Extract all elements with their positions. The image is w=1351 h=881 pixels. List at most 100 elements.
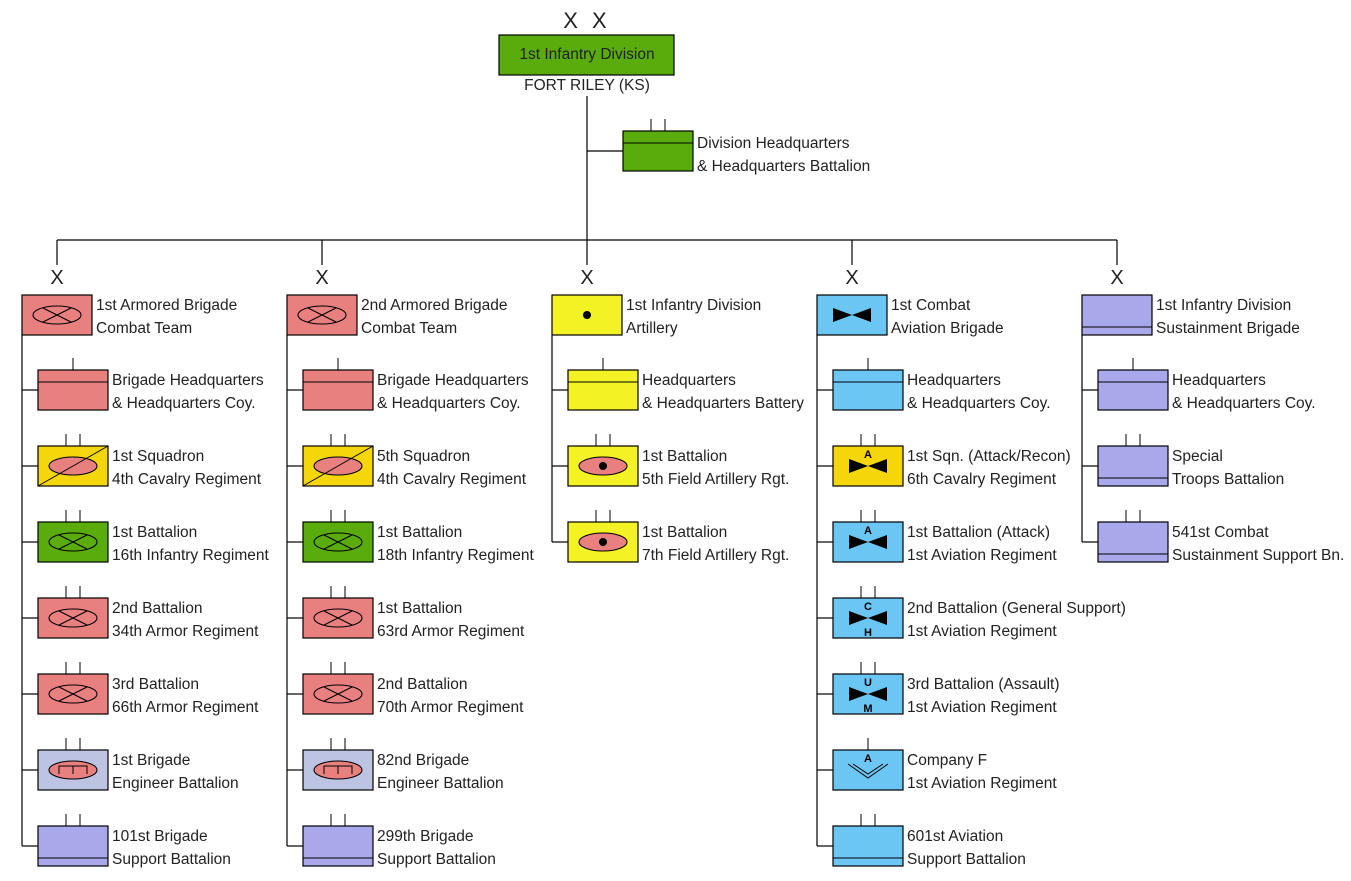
unit-box[interactable]	[567, 510, 639, 563]
division-box	[498, 34, 675, 76]
armor-oval-icon	[48, 608, 98, 628]
unit-label: 1st Sqn. (Attack/Recon)6th Cavalry Regim…	[907, 445, 1071, 491]
unit-box[interactable]	[302, 434, 374, 487]
label-line: Combat Team	[96, 320, 193, 337]
unit-box[interactable]	[832, 814, 904, 867]
infantry-cross-icon	[323, 534, 353, 550]
division-location: FORT RILEY (KS)	[524, 77, 650, 94]
label-line: 1st Battalion	[377, 600, 463, 617]
unit-box[interactable]	[1097, 358, 1169, 411]
unit-box[interactable]	[37, 738, 109, 791]
unit-frame	[832, 369, 904, 411]
brigade-echelon: X	[580, 267, 594, 289]
unit-box[interactable]	[1097, 510, 1169, 563]
division-hq-box[interactable]	[622, 119, 694, 172]
unit-box[interactable]	[302, 738, 374, 791]
unit-box[interactable]	[832, 358, 904, 411]
unit-box[interactable]: CH	[832, 586, 904, 639]
label-line: 1st Aviation Regiment	[907, 623, 1057, 640]
label-line: Sustainment Brigade	[1156, 320, 1300, 337]
label-line: 66th Armor Regiment	[112, 699, 259, 716]
label-line: 1st Squadron	[112, 448, 205, 465]
unit-box[interactable]	[302, 358, 374, 411]
label-line: 4th Cavalry Regiment	[112, 471, 262, 488]
unit-box[interactable]	[1097, 434, 1169, 487]
unit-label: Brigade Headquarters& Headquarters Coy.	[377, 369, 529, 415]
label-line: 18th Infantry Regiment	[377, 547, 534, 564]
unit-frame	[832, 749, 904, 791]
armor-oval-icon	[32, 305, 82, 325]
label-line: 5th Field Artillery Rgt.	[642, 471, 790, 488]
unit-frame	[622, 130, 694, 172]
unit-box[interactable]	[302, 814, 374, 867]
label-line: Support Battalion	[112, 851, 231, 868]
label-line: Combat Team	[361, 320, 458, 337]
modifier-bottom: H	[864, 627, 872, 639]
unit-box[interactable]	[37, 662, 109, 715]
unit-box[interactable]	[37, 510, 109, 563]
label-line: 1st Sqn. (Attack/Recon)	[907, 448, 1071, 465]
unit-box[interactable]: A	[832, 738, 904, 791]
label-line: Support Battalion	[377, 851, 496, 868]
brigade-box[interactable]	[816, 294, 888, 336]
label-line: 2nd Armored Brigade	[361, 297, 508, 314]
unit-box[interactable]	[567, 434, 639, 487]
unit-label: Headquarters& Headquarters Battery	[642, 369, 804, 415]
unit-label: 1st Squadron 4th Cavalry Regiment	[112, 445, 261, 491]
unit-box[interactable]	[37, 358, 109, 411]
cavalry-slash-icon	[37, 445, 109, 487]
infantry-cross-icon	[42, 307, 72, 323]
label-line: 3rd Battalion	[112, 676, 200, 693]
engineer-icon	[323, 765, 353, 774]
unit-box[interactable]	[302, 510, 374, 563]
label-line: Headquarters	[907, 372, 1001, 389]
brigade-box[interactable]	[21, 294, 93, 336]
label-line: 82nd Brigade	[377, 752, 470, 769]
division-name[interactable]: 1st Infantry Division	[519, 46, 655, 63]
unit-box[interactable]	[37, 586, 109, 639]
brigade-echelon: X	[315, 267, 329, 289]
label-line: 1st Infantry Division	[1156, 297, 1292, 314]
unit-box[interactable]	[37, 814, 109, 867]
unit-box[interactable]: A	[832, 510, 904, 563]
unit-box[interactable]: A	[832, 434, 904, 487]
label-line: Support Battalion	[907, 851, 1026, 868]
label-line: 63rd Armor Regiment	[377, 623, 525, 640]
unit-label: 1st Battalion (Attack)1st Aviation Regim…	[907, 521, 1057, 567]
infantry-cross-icon	[307, 307, 337, 323]
unit-label: Brigade Headquarters& Headquarters Coy.	[112, 369, 264, 415]
aviation-bowtie-icon	[849, 459, 887, 473]
chevron-icon	[847, 763, 889, 779]
brigade-echelon: X	[50, 267, 64, 289]
label-line: 1st Combat	[891, 297, 971, 314]
brigade-box[interactable]	[286, 294, 358, 336]
label-line: 1st Battalion	[642, 448, 728, 465]
division-echelon: X X	[563, 8, 611, 33]
label-line: Headquarters	[1172, 372, 1266, 389]
unit-box[interactable]: UM	[832, 662, 904, 715]
label-line: 34th Armor Regiment	[112, 623, 259, 640]
artillery-dot-icon	[583, 311, 591, 319]
unit-box[interactable]	[302, 586, 374, 639]
modifier-bottom: M	[863, 703, 872, 715]
brigade-box[interactable]	[1081, 294, 1153, 336]
modifier-top: A	[864, 753, 872, 765]
unit-box[interactable]	[302, 662, 374, 715]
label-line: Division Headquarters	[697, 135, 850, 152]
brigade-echelon: X	[1110, 267, 1124, 289]
label-line: 1st Aviation Regiment	[907, 775, 1057, 792]
unit-frame	[1097, 369, 1169, 411]
unit-box[interactable]	[37, 434, 109, 487]
unit-box[interactable]	[567, 358, 639, 411]
label-line: Company F	[907, 752, 988, 769]
label-line: & Headquarters Coy.	[1172, 395, 1316, 412]
unit-frame	[37, 825, 109, 867]
modifier-top: A	[864, 449, 872, 461]
brigade-box[interactable]	[551, 294, 623, 336]
